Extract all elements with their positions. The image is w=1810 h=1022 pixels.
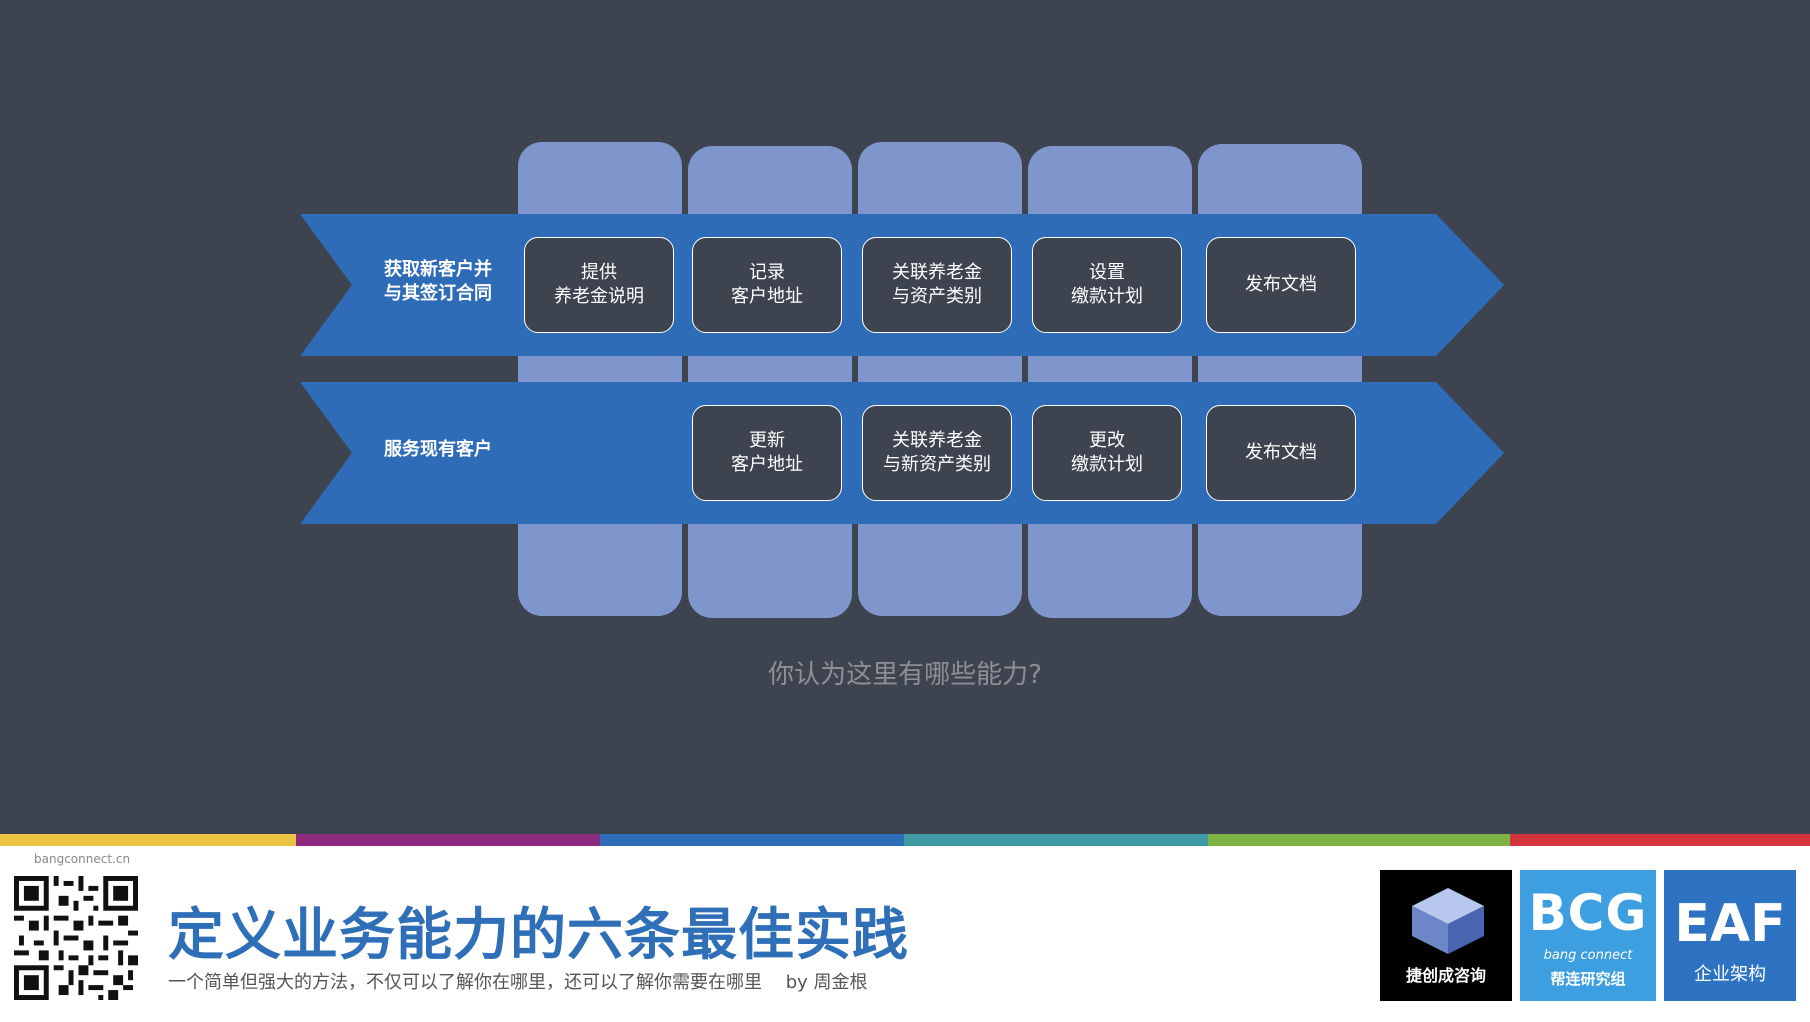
bcg-logo-text: 帮连研究组 bbox=[1550, 970, 1626, 988]
step-box-r1-c3: 关联养老金 与资产类别 bbox=[862, 237, 1012, 333]
qr-code-icon bbox=[14, 876, 138, 1000]
step-box-r1-c2: 记录 客户地址 bbox=[692, 237, 842, 333]
jcc-logo: 捷创成咨询 bbox=[1380, 870, 1512, 1001]
color-stripe-3 bbox=[600, 834, 904, 846]
question-text: 你认为这里有哪些能力? bbox=[768, 660, 1042, 690]
page-subtitle: 一个简单但强大的方法，不仅可以了解你在哪里，还可以了解你需要在哪里 by 周金根 bbox=[168, 972, 868, 993]
bcg-logo: BCG bang connect 帮连研究组 bbox=[1520, 870, 1656, 1001]
eaf-logo: EAF 企业架构 bbox=[1664, 870, 1796, 1001]
cube-icon bbox=[1412, 888, 1484, 954]
color-stripe-2 bbox=[296, 834, 600, 846]
bcg-logo-big: BCG bbox=[1528, 884, 1648, 942]
color-stripe-6 bbox=[1510, 834, 1810, 846]
step-box-r2-c2: 更新 客户地址 bbox=[692, 405, 842, 501]
page-title: 定义业务能力的六条最佳实践 bbox=[168, 903, 909, 968]
footer-url: bangconnect.cn bbox=[34, 852, 131, 866]
eaf-logo-text: 企业架构 bbox=[1694, 964, 1766, 985]
bcg-logo-small: bang connect bbox=[1543, 948, 1633, 963]
eaf-logo-big: EAF bbox=[1674, 894, 1786, 954]
row-label-2: 服务现有客户 bbox=[384, 439, 492, 460]
step-box-r1-c4: 设置 缴款计划 bbox=[1032, 237, 1182, 333]
color-stripe-5 bbox=[1208, 834, 1510, 846]
step-box-r2-c5: 发布文档 bbox=[1206, 405, 1356, 501]
step-box-r2-c4: 更改 缴款计划 bbox=[1032, 405, 1182, 501]
row-label-1: 获取新客户并 与其签订合同 bbox=[384, 259, 492, 304]
step-box-r1-c1: 提供 养老金说明 bbox=[524, 237, 674, 333]
step-box-r1-c5: 发布文档 bbox=[1206, 237, 1356, 333]
color-stripe-1 bbox=[0, 834, 296, 846]
jcc-logo-text: 捷创成咨询 bbox=[1405, 966, 1486, 985]
diagram-canvas: 获取新客户并 与其签订合同 服务现有客户 提供 养老金说明 记录 客户地址 关联… bbox=[0, 0, 1810, 834]
step-box-r2-c3: 关联养老金 与新资产类别 bbox=[862, 405, 1012, 501]
color-stripe-4 bbox=[904, 834, 1208, 846]
